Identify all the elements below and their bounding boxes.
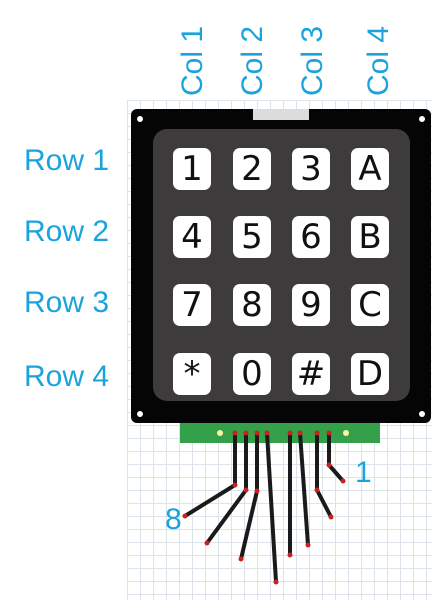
wire-group [182, 430, 346, 585]
connector-mount-right [343, 430, 349, 436]
wire-top-tip-7 [243, 430, 249, 436]
key-9[interactable]: 9 [292, 284, 330, 326]
wire-top-tip-8 [232, 430, 238, 436]
key-5[interactable]: 5 [233, 216, 271, 258]
key-hash[interactable]: # [292, 353, 330, 395]
corner-hole-top-left [137, 116, 143, 122]
key-b[interactable]: B [351, 216, 389, 258]
key-0[interactable]: 0 [233, 353, 271, 395]
keypad-tab [253, 109, 309, 120]
wire-bend-8 [232, 482, 238, 488]
wire-end-tip-2 [328, 514, 334, 520]
key-c[interactable]: C [351, 284, 389, 326]
row-label-3: Row 3 [24, 286, 110, 319]
connector-mount-left [217, 430, 223, 436]
key-1[interactable]: 1 [173, 148, 211, 190]
key-4[interactable]: 4 [173, 216, 211, 258]
wire-bend-6 [254, 488, 260, 494]
key-2[interactable]: 2 [233, 148, 271, 190]
wire-pin-3 [298, 431, 310, 547]
wire-bend-1 [326, 462, 332, 468]
key-3[interactable]: 3 [292, 148, 330, 190]
key-7[interactable]: 7 [173, 284, 211, 326]
corner-hole-top-right [419, 116, 425, 122]
keypad-body: 1 2 3 A 4 5 6 B 7 8 9 C * 0 # D [131, 109, 431, 423]
key-d[interactable]: D [351, 353, 389, 395]
key-6[interactable]: 6 [292, 216, 330, 258]
wire-end-tip-4 [287, 552, 293, 558]
wire-end-tip-8 [182, 513, 188, 519]
key-8[interactable]: 8 [233, 284, 271, 326]
wire-end-tip-1 [340, 478, 346, 484]
keypad-panel: 1 2 3 A 4 5 6 B 7 8 9 C * 0 # D [153, 129, 410, 401]
row-label-4: Row 4 [24, 360, 110, 393]
corner-hole-bottom-left [137, 411, 143, 417]
key-star[interactable]: * [173, 353, 211, 395]
corner-hole-bottom-right [419, 411, 425, 417]
pin-label-first: 1 [355, 456, 372, 489]
key-a[interactable]: A [351, 148, 389, 190]
wire-end-tip-5 [273, 579, 279, 585]
wire-top-tip-1 [326, 430, 332, 436]
wire-top-tip-3 [297, 430, 303, 436]
wire-end-tip-7 [204, 540, 210, 546]
row-label-1: Row 1 [24, 144, 110, 177]
row-label-2: Row 2 [24, 215, 110, 248]
wire-pin-1 [327, 431, 345, 483]
wire-pin-8 [183, 431, 237, 518]
wire-bend-7 [243, 487, 249, 493]
wire-top-tip-5 [264, 430, 270, 436]
wire-pin-5 [265, 431, 278, 584]
wire-end-tip-3 [305, 542, 311, 548]
wire-top-tip-6 [254, 430, 260, 436]
wire-end-tip-6 [238, 556, 244, 562]
pin-label-last: 8 [165, 503, 182, 536]
wire-top-tip-4 [287, 430, 293, 436]
wire-bend-2 [314, 487, 320, 493]
wire-top-tip-2 [314, 430, 320, 436]
